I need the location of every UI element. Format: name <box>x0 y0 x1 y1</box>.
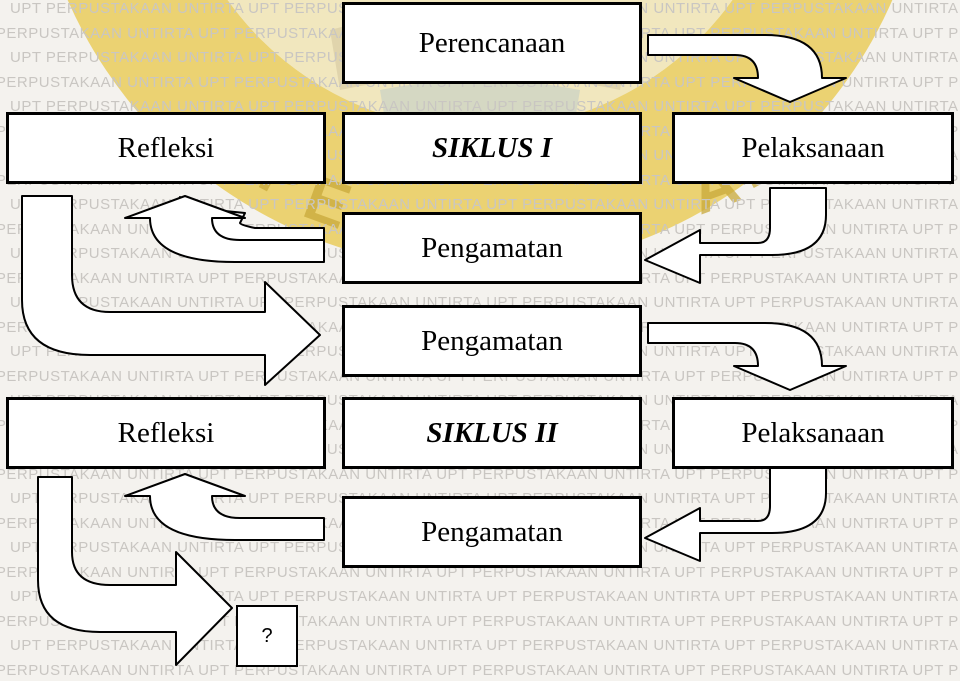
implementation-box-2: Pelaksanaan <box>672 397 954 469</box>
watermark-row: UPT PERPUSTAKAAN UNTIRTA UPT PERPUSTAKAA… <box>10 196 960 213</box>
arrow-act-to-observe-1 <box>644 187 827 284</box>
watermark-row: UPT PERPUSTAKAAN UNTIRTA UPT PERPUSTAKAA… <box>0 563 960 581</box>
arrow-act-to-observe-2 <box>644 466 827 562</box>
cycle1-label: SIKLUS I <box>342 112 642 184</box>
arrow-plan-to-act-1 <box>647 34 847 103</box>
watermark-row: UPT PERPUSTAKAAN UNTIRTA UPT PERPUSTAKAA… <box>10 98 960 115</box>
implementation-box-1: Pelaksanaan <box>672 112 954 184</box>
observation-box-1: Pengamatan <box>342 212 642 284</box>
observation-box-2: Pengamatan <box>342 496 642 568</box>
watermark-row: UPT PERPUSTAKAAN UNTIRTA UPT PERPUSTAKAA… <box>10 294 960 311</box>
planning-box-1: Perencanaan <box>342 2 642 84</box>
arrow-plan-to-act-2 <box>647 322 847 391</box>
arrow-observe-to-reflect-2 <box>124 473 325 541</box>
reflection-box-1: Refleksi <box>6 112 326 184</box>
arrow-reflect-to-next <box>37 476 233 666</box>
reflection-box-2: Refleksi <box>6 397 326 469</box>
planning-box-2: Pengamatan <box>342 305 642 377</box>
watermark-row: UPT PERPUSTAKAAN UNTIRTA UPT PERPUSTAKAA… <box>10 588 960 605</box>
cycle2-label: SIKLUS II <box>342 397 642 469</box>
next-cycle-box: ? <box>236 605 298 667</box>
watermark-row: UPT PERPUSTAKAAN UNTIRTA UPT PERPUSTAKAA… <box>0 465 960 483</box>
arrow-reflect-to-cycle2 <box>21 195 321 386</box>
